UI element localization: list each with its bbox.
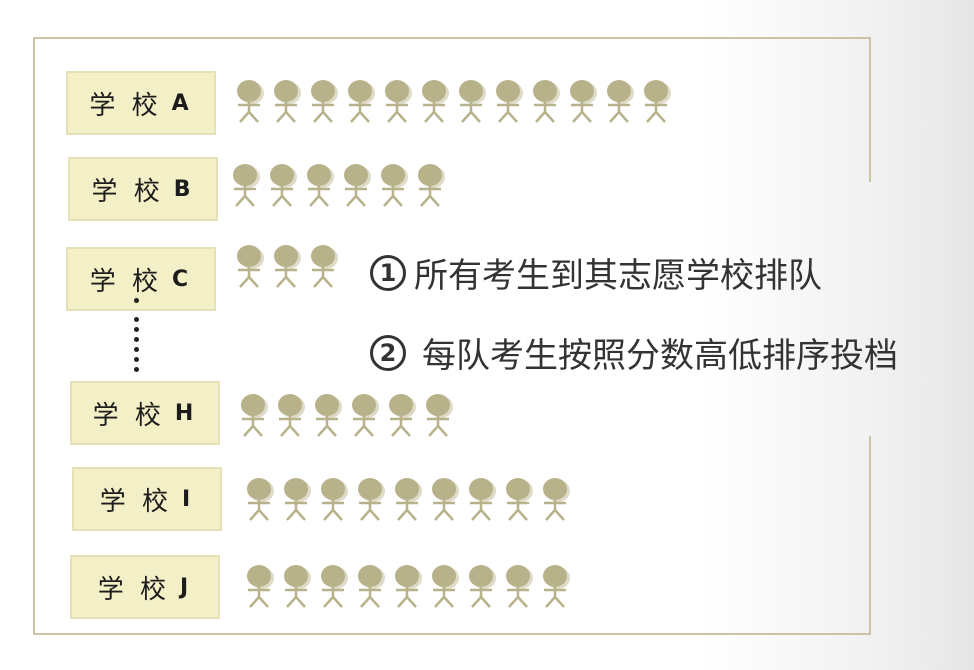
person-icon bbox=[454, 78, 491, 126]
frame-right-edge-top bbox=[869, 37, 871, 182]
circled-number-1: 1 bbox=[370, 254, 406, 291]
note-2: 2 每队考生按照分数高低排序投档 bbox=[370, 328, 898, 377]
person-icon bbox=[390, 563, 427, 611]
school-label-text: 学 校 bbox=[99, 486, 173, 517]
school-label-text: 学 校 bbox=[92, 400, 165, 431]
school-label-text: 学 校 bbox=[97, 574, 171, 605]
person-icon bbox=[302, 162, 339, 210]
person-icon bbox=[501, 563, 538, 611]
person-icon bbox=[376, 162, 413, 210]
queue-b bbox=[228, 162, 450, 210]
person-icon bbox=[528, 78, 565, 126]
person-icon bbox=[316, 476, 353, 524]
person-icon bbox=[279, 476, 316, 524]
school-label-id: H bbox=[174, 400, 198, 426]
queue-c bbox=[232, 243, 343, 291]
person-icon bbox=[427, 563, 464, 611]
person-icon bbox=[390, 476, 427, 524]
person-icon bbox=[306, 243, 343, 291]
person-icon bbox=[347, 392, 384, 440]
queue-i bbox=[242, 476, 575, 524]
outer-frame bbox=[33, 37, 871, 635]
person-icon bbox=[384, 392, 421, 440]
queue-a bbox=[232, 78, 676, 126]
person-icon bbox=[413, 162, 450, 210]
note-1: 1 所有考生到其志愿学校排队 bbox=[370, 248, 822, 297]
person-icon bbox=[464, 476, 501, 524]
person-icon bbox=[310, 392, 347, 440]
person-icon bbox=[464, 563, 501, 611]
person-icon bbox=[265, 162, 302, 210]
person-icon bbox=[269, 78, 306, 126]
school-label-id: A bbox=[171, 90, 193, 116]
school-label-a: 学 校 A bbox=[66, 71, 216, 135]
vertical-ellipsis bbox=[133, 298, 141, 378]
person-icon bbox=[236, 392, 273, 440]
note-text: 所有考生到其志愿学校排队 bbox=[414, 256, 822, 296]
school-label-text: 学 校 bbox=[89, 266, 163, 297]
person-icon bbox=[279, 563, 316, 611]
person-icon bbox=[501, 476, 538, 524]
frame-right-edge-bottom bbox=[869, 436, 871, 635]
queue-j bbox=[242, 563, 575, 611]
person-icon bbox=[232, 78, 269, 126]
person-icon bbox=[343, 78, 380, 126]
school-label-id: B bbox=[173, 176, 195, 202]
school-label-c: 学 校 C bbox=[66, 247, 216, 311]
person-icon bbox=[353, 563, 390, 611]
person-icon bbox=[565, 78, 602, 126]
school-label-h: 学 校 H bbox=[70, 381, 220, 445]
school-label-id: J bbox=[180, 574, 193, 600]
person-icon bbox=[339, 162, 376, 210]
person-icon bbox=[538, 476, 575, 524]
note-text: 每队考生按照分数高低排序投档 bbox=[422, 336, 898, 376]
person-icon bbox=[242, 563, 279, 611]
person-icon bbox=[380, 78, 417, 126]
school-label-text: 学 校 bbox=[89, 90, 162, 121]
person-icon bbox=[417, 78, 454, 126]
school-label-j: 学 校 J bbox=[70, 555, 220, 619]
person-icon bbox=[242, 476, 279, 524]
person-icon bbox=[538, 563, 575, 611]
school-label-id: I bbox=[182, 486, 195, 512]
person-icon bbox=[353, 476, 390, 524]
queue-h bbox=[236, 392, 458, 440]
person-icon bbox=[269, 243, 306, 291]
person-icon bbox=[427, 476, 464, 524]
person-icon bbox=[316, 563, 353, 611]
person-icon bbox=[228, 162, 265, 210]
person-icon bbox=[232, 243, 269, 291]
person-icon bbox=[306, 78, 343, 126]
person-icon bbox=[491, 78, 528, 126]
person-icon bbox=[421, 392, 458, 440]
circled-number-2: 2 bbox=[370, 334, 406, 371]
school-label-i: 学 校 I bbox=[72, 467, 222, 531]
school-label-id: C bbox=[172, 266, 193, 292]
person-icon bbox=[273, 392, 310, 440]
person-icon bbox=[639, 78, 676, 126]
school-label-text: 学 校 bbox=[91, 176, 164, 207]
school-label-b: 学 校 B bbox=[68, 157, 218, 221]
person-icon bbox=[602, 78, 639, 126]
